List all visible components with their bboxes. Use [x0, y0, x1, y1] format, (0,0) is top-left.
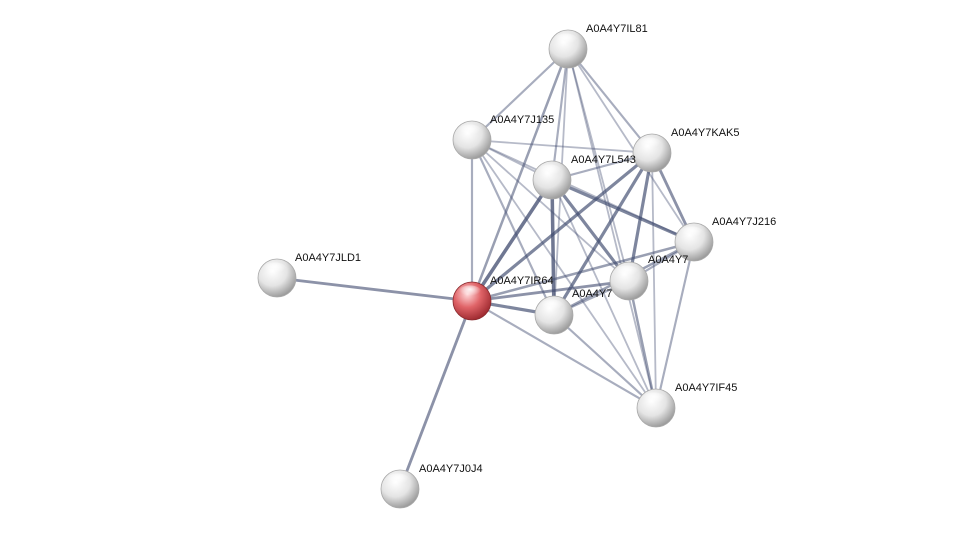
- edge-L543-X2[interactable]: [550, 178, 556, 317]
- edge-L543-IF45[interactable]: [551, 179, 657, 409]
- node-label-X31: A0A4Y7: [648, 254, 688, 266]
- node-label-JLD1: A0A4Y7JLD1: [295, 252, 361, 264]
- node-IR64[interactable]: [452, 281, 492, 321]
- node-IL81[interactable]: [548, 29, 588, 69]
- edge-X31-IF45[interactable]: [627, 279, 658, 410]
- edge-IL81-J216[interactable]: [567, 48, 695, 243]
- node-X2[interactable]: [534, 295, 574, 335]
- node-label-L543: A0A4Y7L543: [571, 154, 636, 166]
- node-highlight: [263, 262, 287, 276]
- edge-L543-X31[interactable]: [550, 178, 631, 283]
- node-highlight: [680, 226, 704, 240]
- node-label-IR64: A0A4Y7IR64: [490, 275, 554, 287]
- node-X31[interactable]: [609, 261, 649, 301]
- edge-IL81-X31[interactable]: [567, 48, 630, 282]
- node-label-J0J4: A0A4Y7J0J4: [419, 463, 483, 475]
- edge-J135-X2[interactable]: [470, 138, 556, 317]
- edge-IL81-L543[interactable]: [550, 47, 570, 182]
- node-highlight: [458, 285, 482, 299]
- edge-L543-J216[interactable]: [550, 178, 696, 244]
- node-KAK5[interactable]: [632, 133, 672, 173]
- node-highlight: [638, 137, 662, 151]
- edge-KAK5-IR64[interactable]: [470, 151, 654, 303]
- edge-IL81-J135[interactable]: [470, 47, 570, 142]
- node-label-J216: A0A4Y7J216: [712, 216, 776, 228]
- labels-layer: A0A4Y7IL81A0A4Y7J135A0A4Y7KAK5A0A4Y7L543…: [295, 23, 776, 475]
- node-highlight: [538, 164, 562, 178]
- edge-J135-KAK5[interactable]: [471, 139, 653, 154]
- node-highlight: [615, 265, 639, 279]
- edge-IR64-JLD1[interactable]: [275, 276, 474, 303]
- node-highlight: [540, 299, 564, 313]
- node-label-IF45: A0A4Y7IF45: [675, 382, 737, 394]
- node-highlight: [554, 33, 578, 47]
- nodes-layer: [257, 29, 714, 509]
- node-label-J135: A0A4Y7J135: [490, 114, 554, 126]
- edge-IR64-IF45[interactable]: [470, 299, 658, 410]
- edge-IL81-IR64[interactable]: [470, 47, 570, 303]
- node-label-KAK5: A0A4Y7KAK5: [671, 127, 740, 139]
- node-label-IL81: A0A4Y7IL81: [586, 23, 648, 35]
- node-J216[interactable]: [674, 222, 714, 262]
- node-J135[interactable]: [452, 120, 492, 160]
- edge-X2-IF45[interactable]: [552, 313, 658, 410]
- edge-IL81-KAK5[interactable]: [566, 47, 654, 155]
- edge-J135-X31[interactable]: [471, 139, 630, 282]
- edges-layer: [275, 47, 696, 491]
- node-highlight: [642, 392, 666, 406]
- edge-IR64-X31[interactable]: [470, 279, 631, 303]
- node-JLD1[interactable]: [257, 258, 297, 298]
- node-highlight: [386, 473, 410, 487]
- node-highlight: [458, 124, 482, 138]
- edge-IR64-J0J4[interactable]: [398, 299, 474, 491]
- edge-J216-IR64[interactable]: [470, 240, 696, 303]
- edge-IL81-IF45[interactable]: [567, 48, 657, 409]
- node-IF45[interactable]: [636, 388, 676, 428]
- node-J0J4[interactable]: [380, 469, 420, 509]
- edge-J135-IF45[interactable]: [471, 139, 657, 409]
- edge-J216-IF45[interactable]: [654, 240, 696, 410]
- edge-KAK5-IF45[interactable]: [651, 152, 657, 409]
- edge-L543-IR64[interactable]: [470, 178, 554, 303]
- node-L543[interactable]: [532, 160, 572, 200]
- node-label-X2: A0A4Y7: [572, 288, 612, 300]
